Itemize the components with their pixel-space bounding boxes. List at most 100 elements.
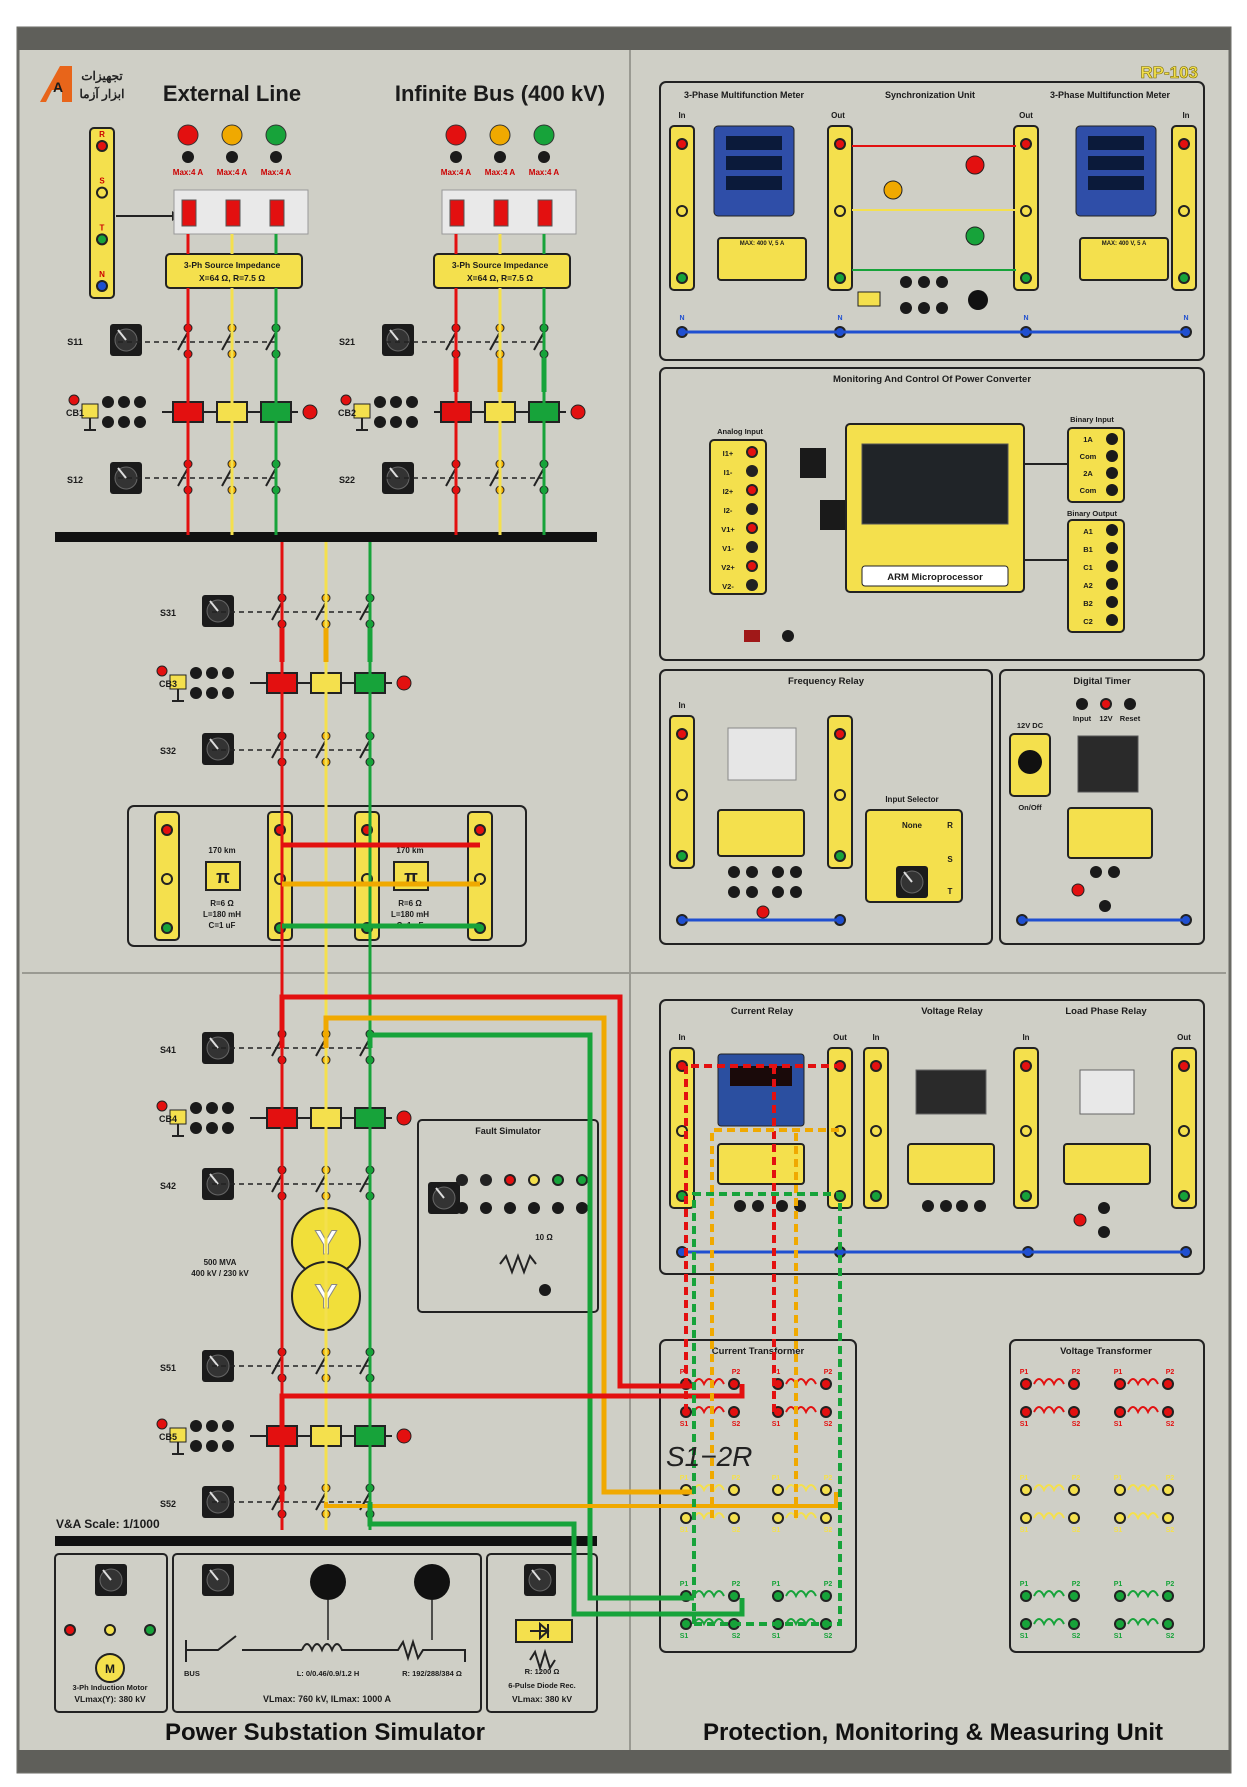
coil-jack[interactable]	[820, 1406, 832, 1418]
black-terminal-jack[interactable]	[1099, 900, 1111, 912]
black-terminal-jack[interactable]	[190, 1102, 202, 1114]
fault-selector-switch[interactable]	[428, 1182, 460, 1214]
coil-jack[interactable]	[1020, 1378, 1032, 1390]
black-terminal-jack[interactable]	[102, 416, 114, 428]
coil-jack[interactable]	[1020, 1590, 1032, 1602]
strip-jack[interactable]	[1020, 272, 1032, 284]
switch-s12[interactable]	[110, 462, 142, 494]
coil-jack[interactable]	[1114, 1406, 1126, 1418]
black-terminal-jack[interactable]	[1090, 866, 1102, 878]
black-terminal-jack[interactable]	[1106, 467, 1118, 479]
black-terminal-jack[interactable]	[900, 276, 912, 288]
coil-jack[interactable]	[1162, 1406, 1174, 1418]
black-terminal-jack[interactable]	[206, 1420, 218, 1432]
strip-jack[interactable]	[834, 789, 846, 801]
strip-jack[interactable]	[96, 280, 108, 292]
black-terminal-jack[interactable]	[406, 396, 418, 408]
switch-s52[interactable]	[202, 1486, 234, 1518]
black-terminal-jack[interactable]	[134, 416, 146, 428]
coil-jack[interactable]	[1068, 1406, 1080, 1418]
coil-jack[interactable]	[1114, 1590, 1126, 1602]
black-terminal-jack[interactable]	[776, 1200, 788, 1212]
fault-jack[interactable]	[528, 1174, 540, 1186]
black-terminal-jack[interactable]	[390, 396, 402, 408]
black-terminal-jack[interactable]	[504, 1202, 516, 1214]
coil-jack[interactable]	[1020, 1406, 1032, 1418]
strip-jack[interactable]	[1020, 1190, 1032, 1202]
coil-jack[interactable]	[1114, 1484, 1126, 1496]
motor-jack[interactable]	[104, 1624, 116, 1636]
strip-jack[interactable]	[96, 233, 108, 246]
coil-jack[interactable]	[680, 1618, 692, 1630]
black-terminal-jack[interactable]	[1106, 560, 1118, 572]
coil-jack[interactable]	[1162, 1512, 1174, 1524]
black-terminal-jack[interactable]	[1106, 433, 1118, 445]
switch-s21[interactable]	[382, 324, 414, 356]
black-terminal-jack[interactable]	[918, 276, 930, 288]
switch-s41[interactable]	[202, 1032, 234, 1064]
black-terminal-jack[interactable]	[936, 276, 948, 288]
black-terminal-jack[interactable]	[206, 1102, 218, 1114]
strip-jack[interactable]	[1020, 205, 1032, 217]
coil-jack[interactable]	[1114, 1618, 1126, 1630]
analog-pin-jack[interactable]	[746, 503, 758, 515]
coil-jack[interactable]	[772, 1512, 784, 1524]
black-terminal-jack[interactable]	[222, 687, 234, 699]
coil-jack[interactable]	[820, 1484, 832, 1496]
black-terminal-jack[interactable]	[1076, 698, 1088, 710]
black-terminal-jack[interactable]	[576, 1202, 588, 1214]
black-terminal-jack[interactable]	[1106, 578, 1118, 590]
strip-jack[interactable]	[96, 140, 108, 152]
strip-jack[interactable]	[161, 824, 173, 836]
timer-jack[interactable]	[1100, 698, 1112, 710]
analog-pin-jack[interactable]	[746, 541, 758, 553]
coil-jack[interactable]	[728, 1512, 740, 1524]
analog-pin-jack[interactable]	[746, 465, 758, 477]
circuit-breaker[interactable]	[156, 1418, 412, 1455]
coil-jack[interactable]	[680, 1512, 692, 1524]
strip-jack[interactable]	[1178, 138, 1190, 150]
black-terminal-jack[interactable]	[1106, 524, 1118, 536]
analog-pin-jack[interactable]	[746, 522, 758, 534]
black-terminal-jack[interactable]	[222, 1420, 234, 1432]
black-terminal-jack[interactable]	[190, 1420, 202, 1432]
strip-jack[interactable]	[834, 272, 846, 284]
strip-jack[interactable]	[834, 850, 846, 862]
black-terminal-jack[interactable]	[206, 1440, 218, 1452]
fault-jack[interactable]	[456, 1174, 468, 1186]
black-terminal-jack[interactable]	[790, 866, 802, 878]
black-terminal-jack[interactable]	[222, 1102, 234, 1114]
strip-jack[interactable]	[834, 138, 846, 150]
black-terminal-jack[interactable]	[940, 1200, 952, 1212]
black-terminal-jack[interactable]	[900, 302, 912, 314]
coil-jack[interactable]	[820, 1512, 832, 1524]
black-terminal-jack[interactable]	[936, 302, 948, 314]
black-terminal-jack[interactable]	[1106, 596, 1118, 608]
black-terminal-jack[interactable]	[772, 886, 784, 898]
power-switch-icon[interactable]	[744, 630, 760, 642]
fault-jack[interactable]	[552, 1174, 564, 1186]
black-terminal-jack[interactable]	[406, 416, 418, 428]
black-terminal-jack[interactable]	[222, 1122, 234, 1134]
analog-pin-jack[interactable]	[746, 484, 758, 496]
strip-jack[interactable]	[1020, 1125, 1032, 1137]
black-terminal-jack[interactable]	[456, 1202, 468, 1214]
strip-jack[interactable]	[96, 186, 108, 199]
motor-jack[interactable]	[64, 1624, 76, 1636]
black-terminal-jack[interactable]	[206, 1122, 218, 1134]
coil-jack[interactable]	[1114, 1378, 1126, 1390]
strip-jack[interactable]	[870, 1060, 882, 1072]
analog-pin-jack[interactable]	[746, 446, 758, 458]
black-terminal-jack[interactable]	[190, 687, 202, 699]
strip-jack[interactable]	[676, 205, 688, 217]
strip-jack[interactable]	[161, 922, 173, 934]
black-terminal-jack[interactable]	[450, 151, 462, 163]
black-terminal-jack[interactable]	[1106, 450, 1118, 462]
black-terminal-jack[interactable]	[190, 667, 202, 679]
black-terminal-jack[interactable]	[222, 667, 234, 679]
strip-jack[interactable]	[1178, 1060, 1190, 1072]
black-terminal-jack[interactable]	[374, 396, 386, 408]
coil-jack[interactable]	[1020, 1618, 1032, 1630]
black-terminal-jack[interactable]	[752, 1200, 764, 1212]
coil-jack[interactable]	[728, 1378, 740, 1390]
